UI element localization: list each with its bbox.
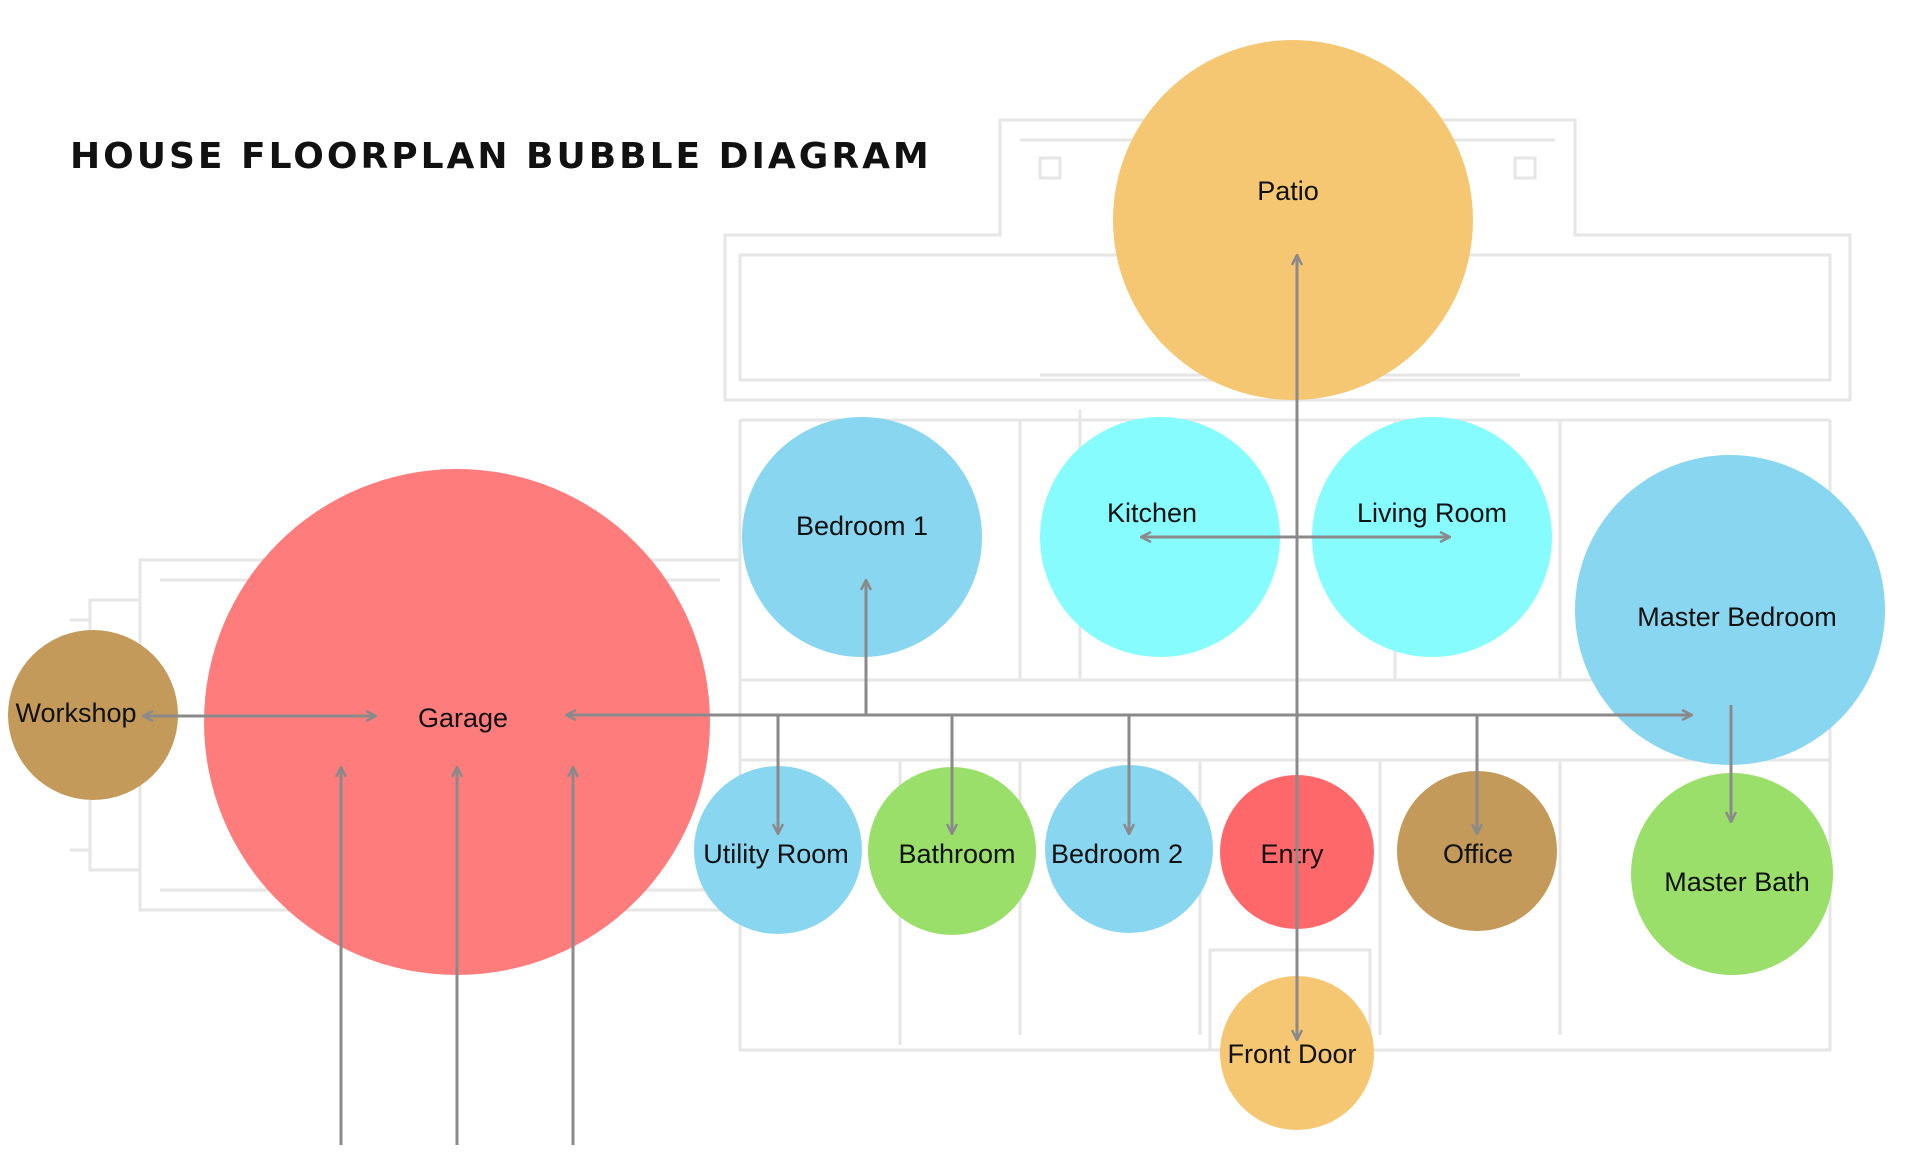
bubble-label-bedroom-2: Bedroom 2 xyxy=(1051,839,1183,869)
bubbles: Patio Bedroom 1 Kitchen Living Room Mast… xyxy=(8,40,1885,1130)
bubble-bedroom-2[interactable]: Bedroom 2 xyxy=(1045,765,1213,933)
bubble-label-utility-room: Utility Room xyxy=(703,839,849,869)
bubble-patio[interactable]: Patio xyxy=(1113,40,1473,400)
bubble-label-front-door: Front Door xyxy=(1227,1039,1356,1069)
diagram-title: HOUSE FLOORPLAN BUBBLE DIAGRAM xyxy=(70,136,932,177)
bubble-label-bedroom-1: Bedroom 1 xyxy=(796,511,928,541)
bubble-label-living-room: Living Room xyxy=(1357,498,1507,528)
bubble-label-kitchen: Kitchen xyxy=(1107,498,1197,528)
bubble-label-entry: Entry xyxy=(1260,839,1324,869)
bubble-office[interactable]: Office xyxy=(1397,771,1557,931)
bubble-workshop[interactable]: Workshop xyxy=(8,630,178,800)
bubble-master-bath[interactable]: Master Bath xyxy=(1631,773,1833,975)
bubble-front-door[interactable]: Front Door xyxy=(1220,976,1374,1130)
bubble-master-bedroom[interactable]: Master Bedroom xyxy=(1575,455,1885,765)
bubble-garage[interactable]: Garage xyxy=(204,469,710,975)
bubble-label-master-bedroom: Master Bedroom xyxy=(1637,602,1837,632)
bubble-bedroom-1[interactable]: Bedroom 1 xyxy=(742,417,982,657)
bubble-bathroom[interactable]: Bathroom xyxy=(868,767,1036,935)
bubble-label-office: Office xyxy=(1443,839,1513,869)
bubble-label-bathroom: Bathroom xyxy=(898,839,1015,869)
bubble-label-garage: Garage xyxy=(418,703,508,733)
connectors xyxy=(143,255,1731,1145)
bubble-utility-room[interactable]: Utility Room xyxy=(694,766,862,934)
bubble-label-master-bath: Master Bath xyxy=(1664,867,1810,897)
bubble-label-patio: Patio xyxy=(1257,176,1319,206)
bubble-label-workshop: Workshop xyxy=(15,698,136,728)
